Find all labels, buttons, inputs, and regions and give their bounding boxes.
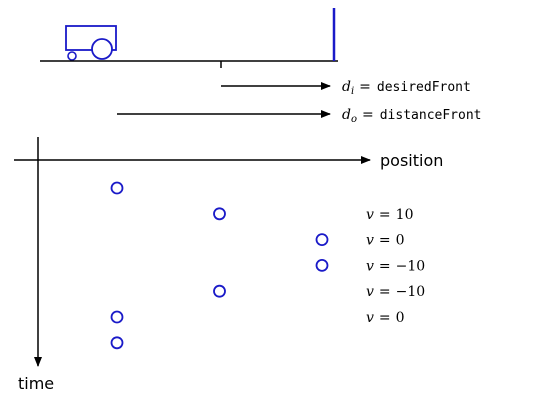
velocity-label: v=−10 (366, 284, 425, 300)
axes: position time (14, 137, 443, 393)
velocity-label: v=10 (366, 207, 413, 223)
trajectory-point (110, 336, 124, 350)
velocity-label: v=−10 (366, 258, 425, 274)
distance-front-arrow: do=distanceFront (117, 107, 481, 125)
trajectory-point (213, 284, 226, 298)
velocity-label: v=0 (366, 233, 405, 249)
velocity-label: v=0 (366, 310, 405, 326)
desired-front-arrow: di=desiredFront (221, 79, 471, 97)
trajectory-point (213, 207, 226, 221)
robot-icon (65, 25, 117, 61)
velocity-labels: v=10 v=0 v=−10 v=−10 v=0 (366, 207, 425, 326)
desired-front-label: di=desiredFront (342, 79, 471, 97)
scene (40, 8, 338, 68)
trajectory-point (315, 258, 329, 272)
position-axis-label: position (380, 151, 443, 170)
distance-front-label: do=distanceFront (342, 107, 481, 125)
trajectory-point (315, 233, 329, 247)
trajectory-points (110, 181, 329, 350)
trajectory-point (110, 310, 124, 324)
time-axis-label: time (18, 374, 54, 393)
trajectory-point (110, 181, 124, 195)
